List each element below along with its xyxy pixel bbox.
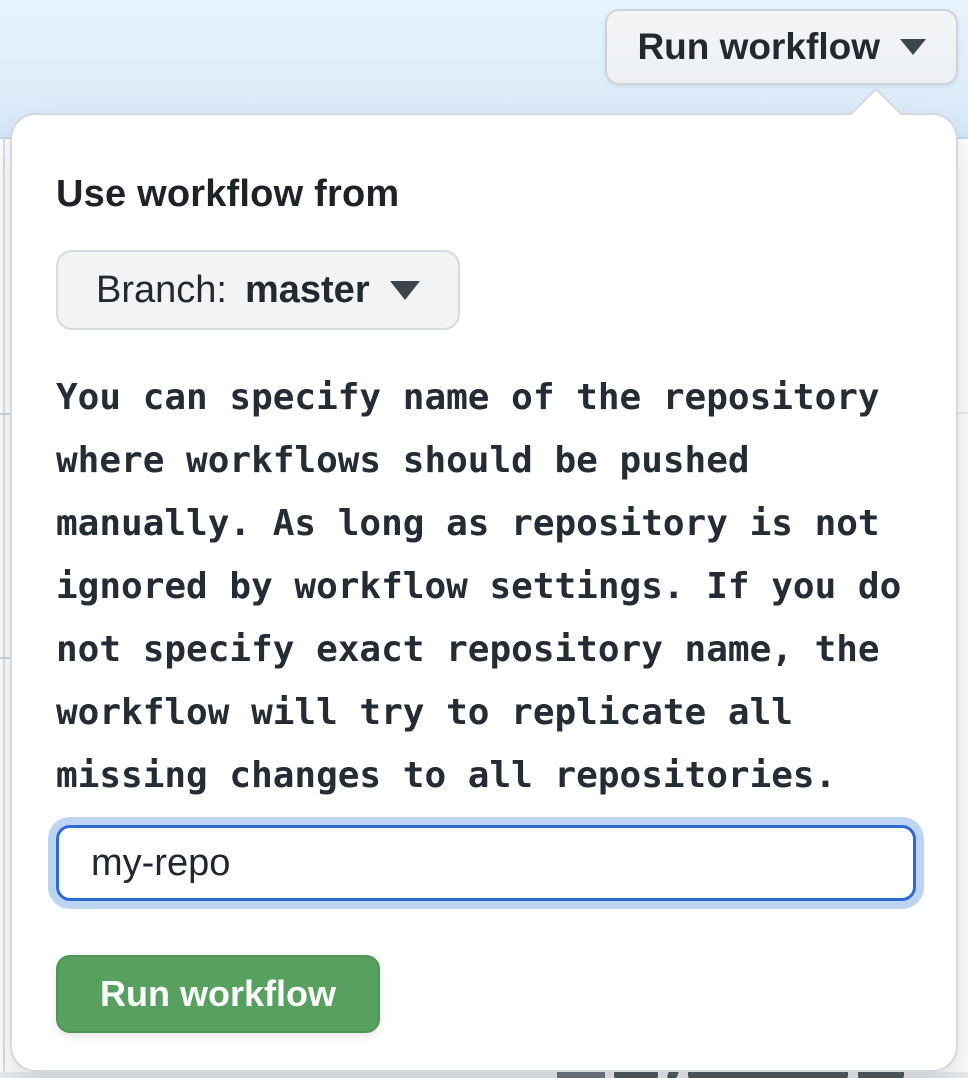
terminal-icon [557,1070,605,1078]
popover-title: Use workflow from [56,173,400,215]
branch-selector-button[interactable]: Branch: master [56,250,460,330]
row-divider [0,413,10,415]
branch-prefix-label: Branch: [96,268,227,311]
clipped-text-fragment [614,1070,658,1078]
workflow-input-description: You can specify name of the repository w… [56,377,902,796]
row-divider [958,412,968,414]
clipped-text-fragment [688,1070,848,1078]
clipped-background-row [0,1070,968,1078]
run-workflow-dropdown-label: Run workflow [637,26,880,67]
run-workflow-submit-label: Run workflow [100,973,336,1014]
background-row [0,1072,968,1078]
clipped-text-fragment [858,1070,904,1078]
repository-name-input[interactable] [56,825,916,901]
row-divider [0,657,10,659]
run-workflow-popover: Use workflow from Branch: master You can… [10,87,958,1072]
run-workflow-submit-button[interactable]: Run workflow [56,955,380,1033]
run-workflow-dropdown-button[interactable]: Run workflow [605,9,958,85]
page-border-line [3,139,5,1078]
branch-name: master [244,268,370,311]
chevron-down-icon [389,280,420,300]
chevron-down-icon [900,39,926,55]
